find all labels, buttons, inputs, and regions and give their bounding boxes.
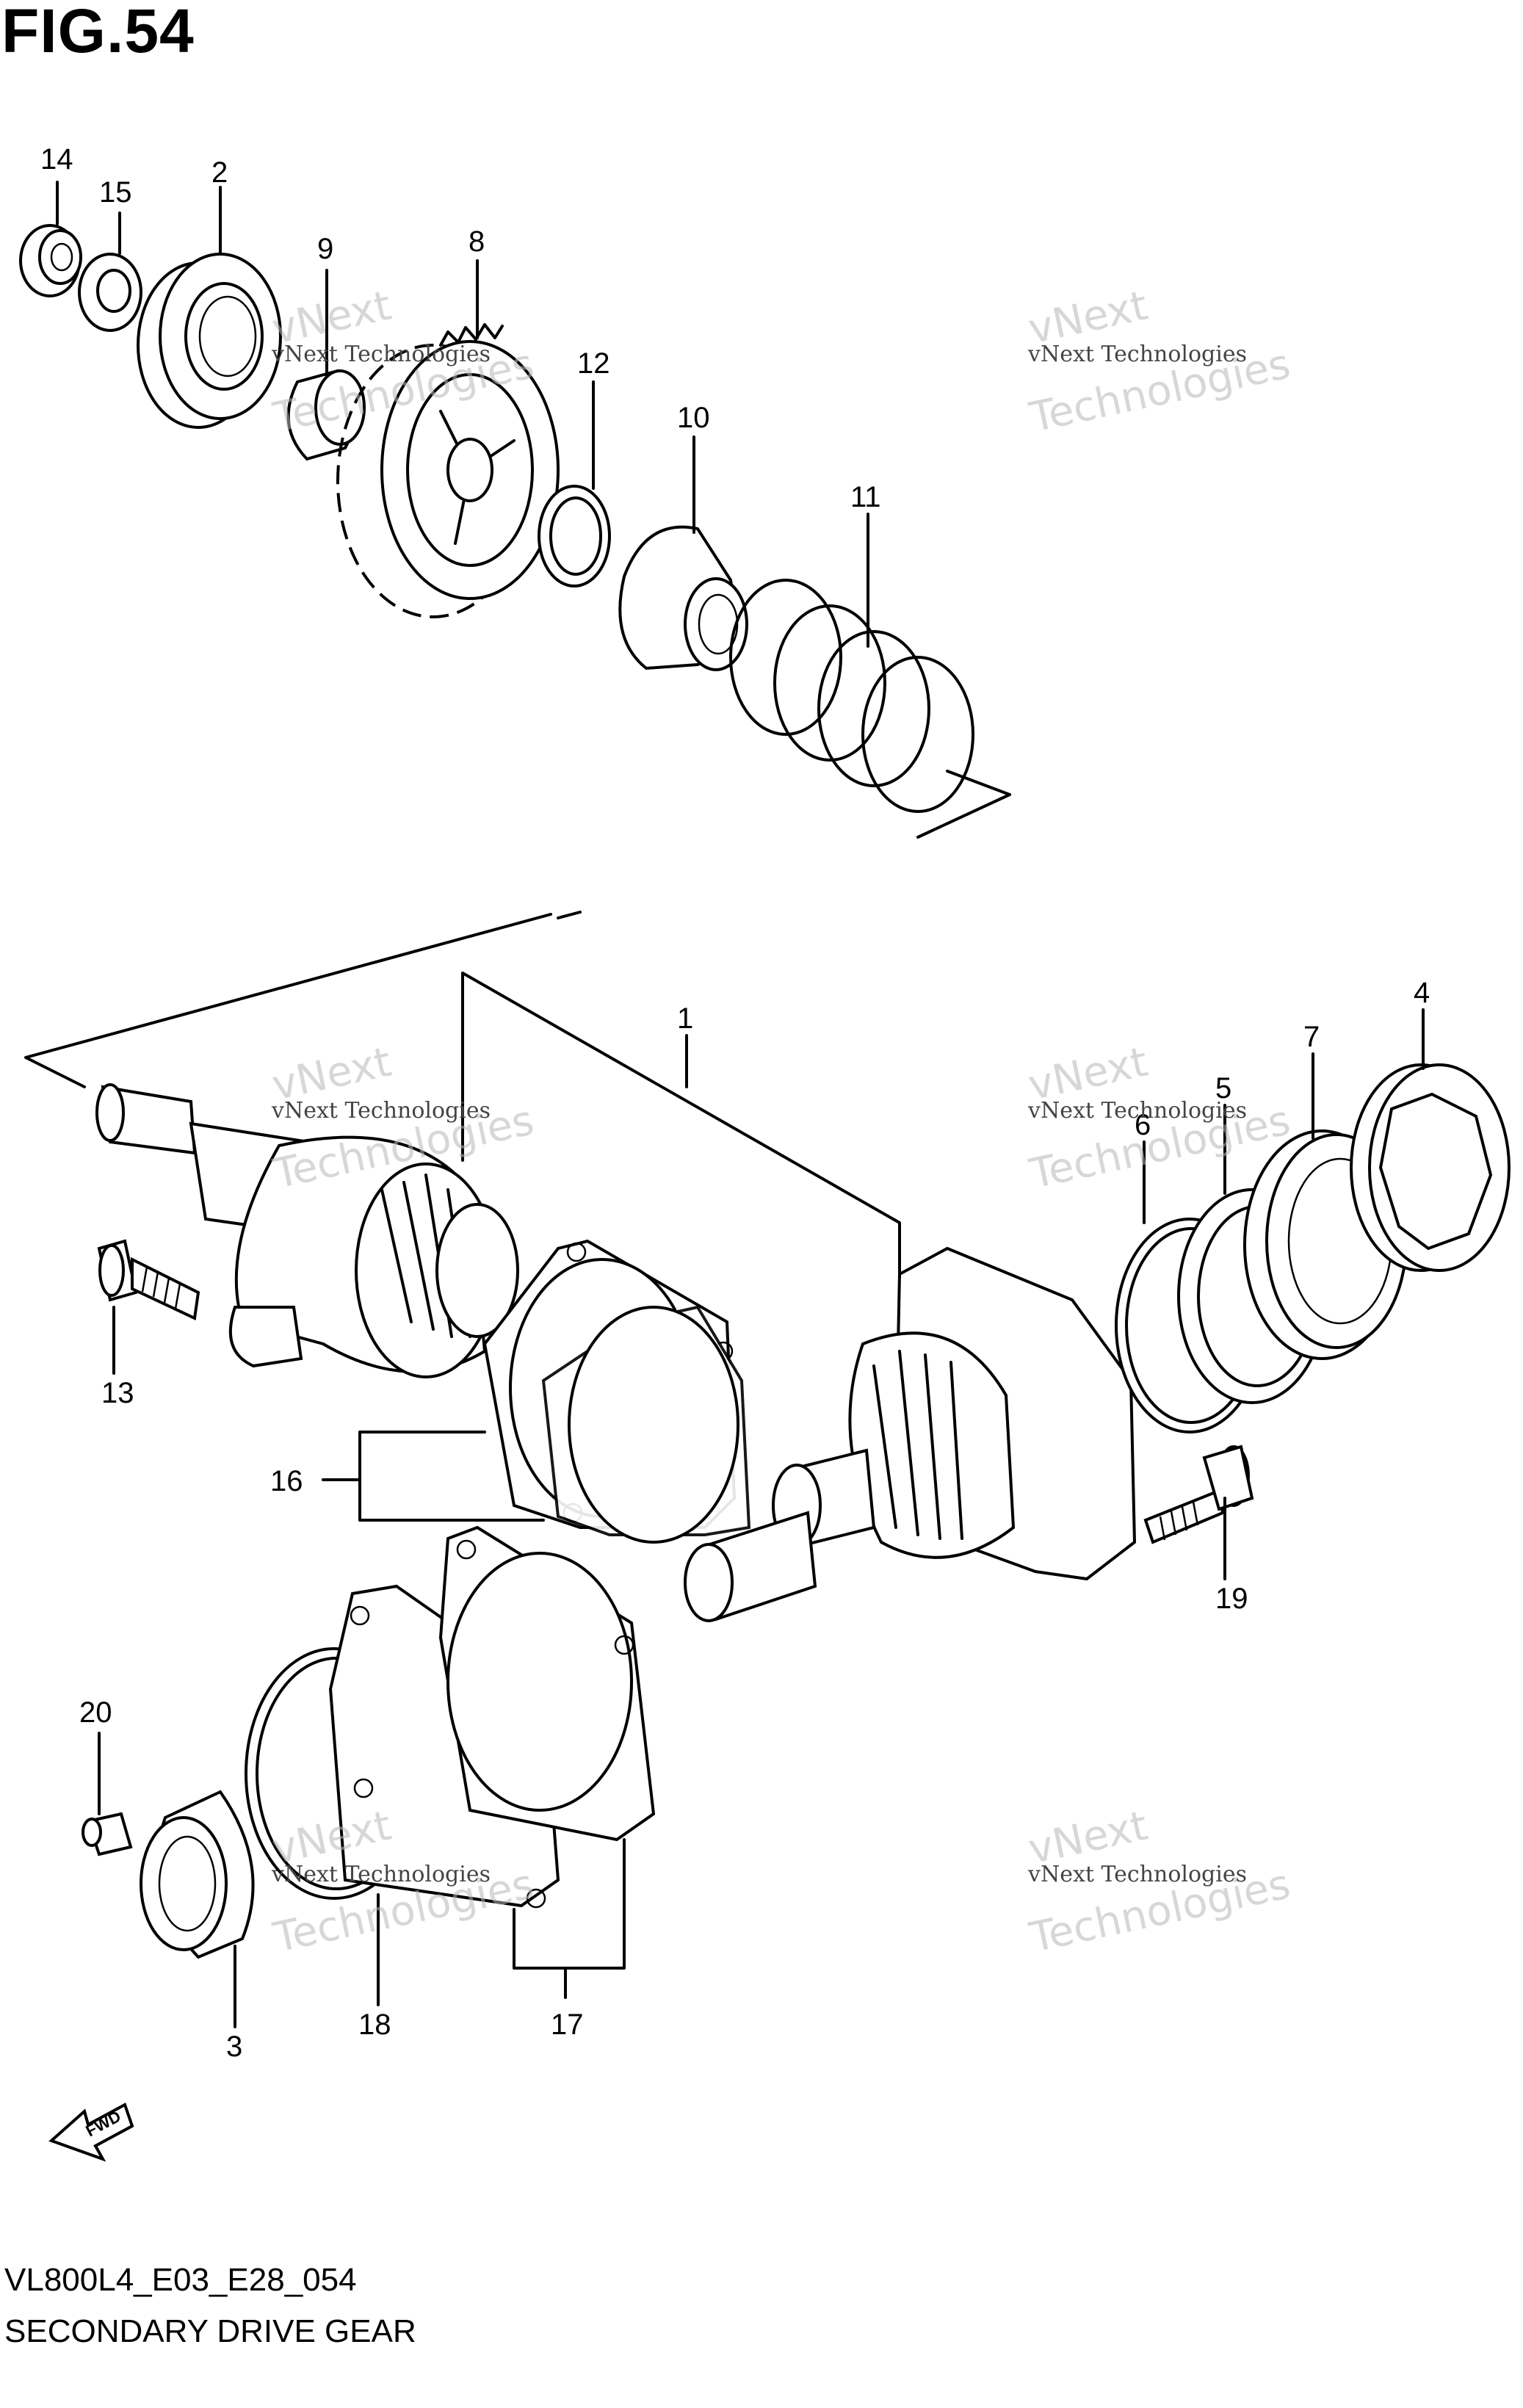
assembly-bracket-line-2: [557, 770, 1011, 919]
watermark-company: vNext Technologies: [1028, 1098, 1248, 1124]
callout-8: 8: [469, 225, 485, 258]
callout-bracket-16: [322, 1431, 545, 1522]
part-4-retainer[interactable]: [1350, 1063, 1511, 1272]
watermark: vNext vNext Technologies Technologies: [1024, 1802, 1295, 1962]
callout-10: 10: [677, 402, 710, 434]
part-12-circlip[interactable]: [538, 485, 611, 587]
watermark-company: vNext Technologies: [1028, 1862, 1248, 1887]
callout-13: 13: [101, 1377, 134, 1409]
watermark: vNext vNext Technologies Technologies: [268, 1802, 538, 1962]
part-8-gear[interactable]: [336, 323, 560, 618]
watermark-company: vNext Technologies: [1028, 341, 1248, 367]
part-1-leader-bracket: [461, 972, 901, 1279]
callout-leaders: [56, 181, 1425, 2028]
part-15-washer[interactable]: [78, 253, 142, 332]
callout-15: 15: [99, 176, 132, 209]
part-2-bearing[interactable]: [137, 253, 282, 429]
part-3-needle-bearing[interactable]: [140, 1790, 255, 1959]
watermark-company: vNext Technologies: [272, 1862, 491, 1887]
watermark-company: vNext Technologies: [272, 1098, 491, 1124]
callout-3: 3: [226, 2031, 242, 2063]
part-16-gasket-set[interactable]: [482, 1239, 751, 1544]
diagram-name: SECONDARY DRIVE GEAR: [4, 2313, 416, 2349]
watermark: vNext vNext Technologies Technologies: [268, 282, 538, 442]
callout-numbers: 14 15 2 9 8 12 10 11 1 6 5 7 4 13 16 19 …: [40, 143, 1430, 2063]
watermark: vNext vNext Technologies Technologies: [268, 1038, 538, 1198]
callout-6: 6: [1135, 1109, 1151, 1141]
callout-7: 7: [1303, 1021, 1320, 1053]
callout-9: 9: [317, 233, 333, 265]
part-10-cam[interactable]: [618, 525, 748, 671]
fwd-arrow-icon: FWD: [48, 2103, 134, 2162]
part-11-spring[interactable]: [729, 579, 974, 813]
callout-20: 20: [79, 1696, 112, 1729]
callout-14: 14: [40, 143, 73, 176]
callout-1: 1: [677, 1002, 693, 1035]
part-9-bush[interactable]: [286, 369, 366, 461]
callout-19: 19: [1215, 1583, 1248, 1615]
callout-11: 11: [850, 481, 881, 513]
callout-5: 5: [1215, 1072, 1231, 1104]
callout-bracket-17: [513, 1838, 626, 1999]
watermark-company: vNext Technologies: [272, 341, 491, 367]
watermark: vNext vNext Technologies Technologies: [1024, 1038, 1295, 1198]
callout-12: 12: [577, 347, 610, 380]
diagram-code: VL800L4_E03_E28_054: [4, 2262, 357, 2298]
part-19-bolt[interactable]: [1143, 1445, 1254, 1544]
part-1-secondary-drive-gear[interactable]: [95, 1083, 1137, 1622]
part-13-bolt[interactable]: [97, 1239, 200, 1320]
callout-18: 18: [358, 2009, 391, 2041]
callout-4: 4: [1414, 977, 1430, 1009]
part-17-gasket-set[interactable]: [328, 1525, 656, 1909]
assembly-bracket-line: [24, 793, 1011, 1088]
callout-16: 16: [270, 1465, 303, 1497]
figure-title: FIG.54: [1, 0, 195, 65]
callout-17: 17: [551, 2009, 584, 2041]
callout-2: 2: [211, 156, 228, 189]
part-20-pin[interactable]: [82, 1812, 133, 1856]
watermark: vNext vNext Technologies Technologies: [1024, 282, 1295, 442]
part-14-nut[interactable]: [19, 224, 82, 297]
